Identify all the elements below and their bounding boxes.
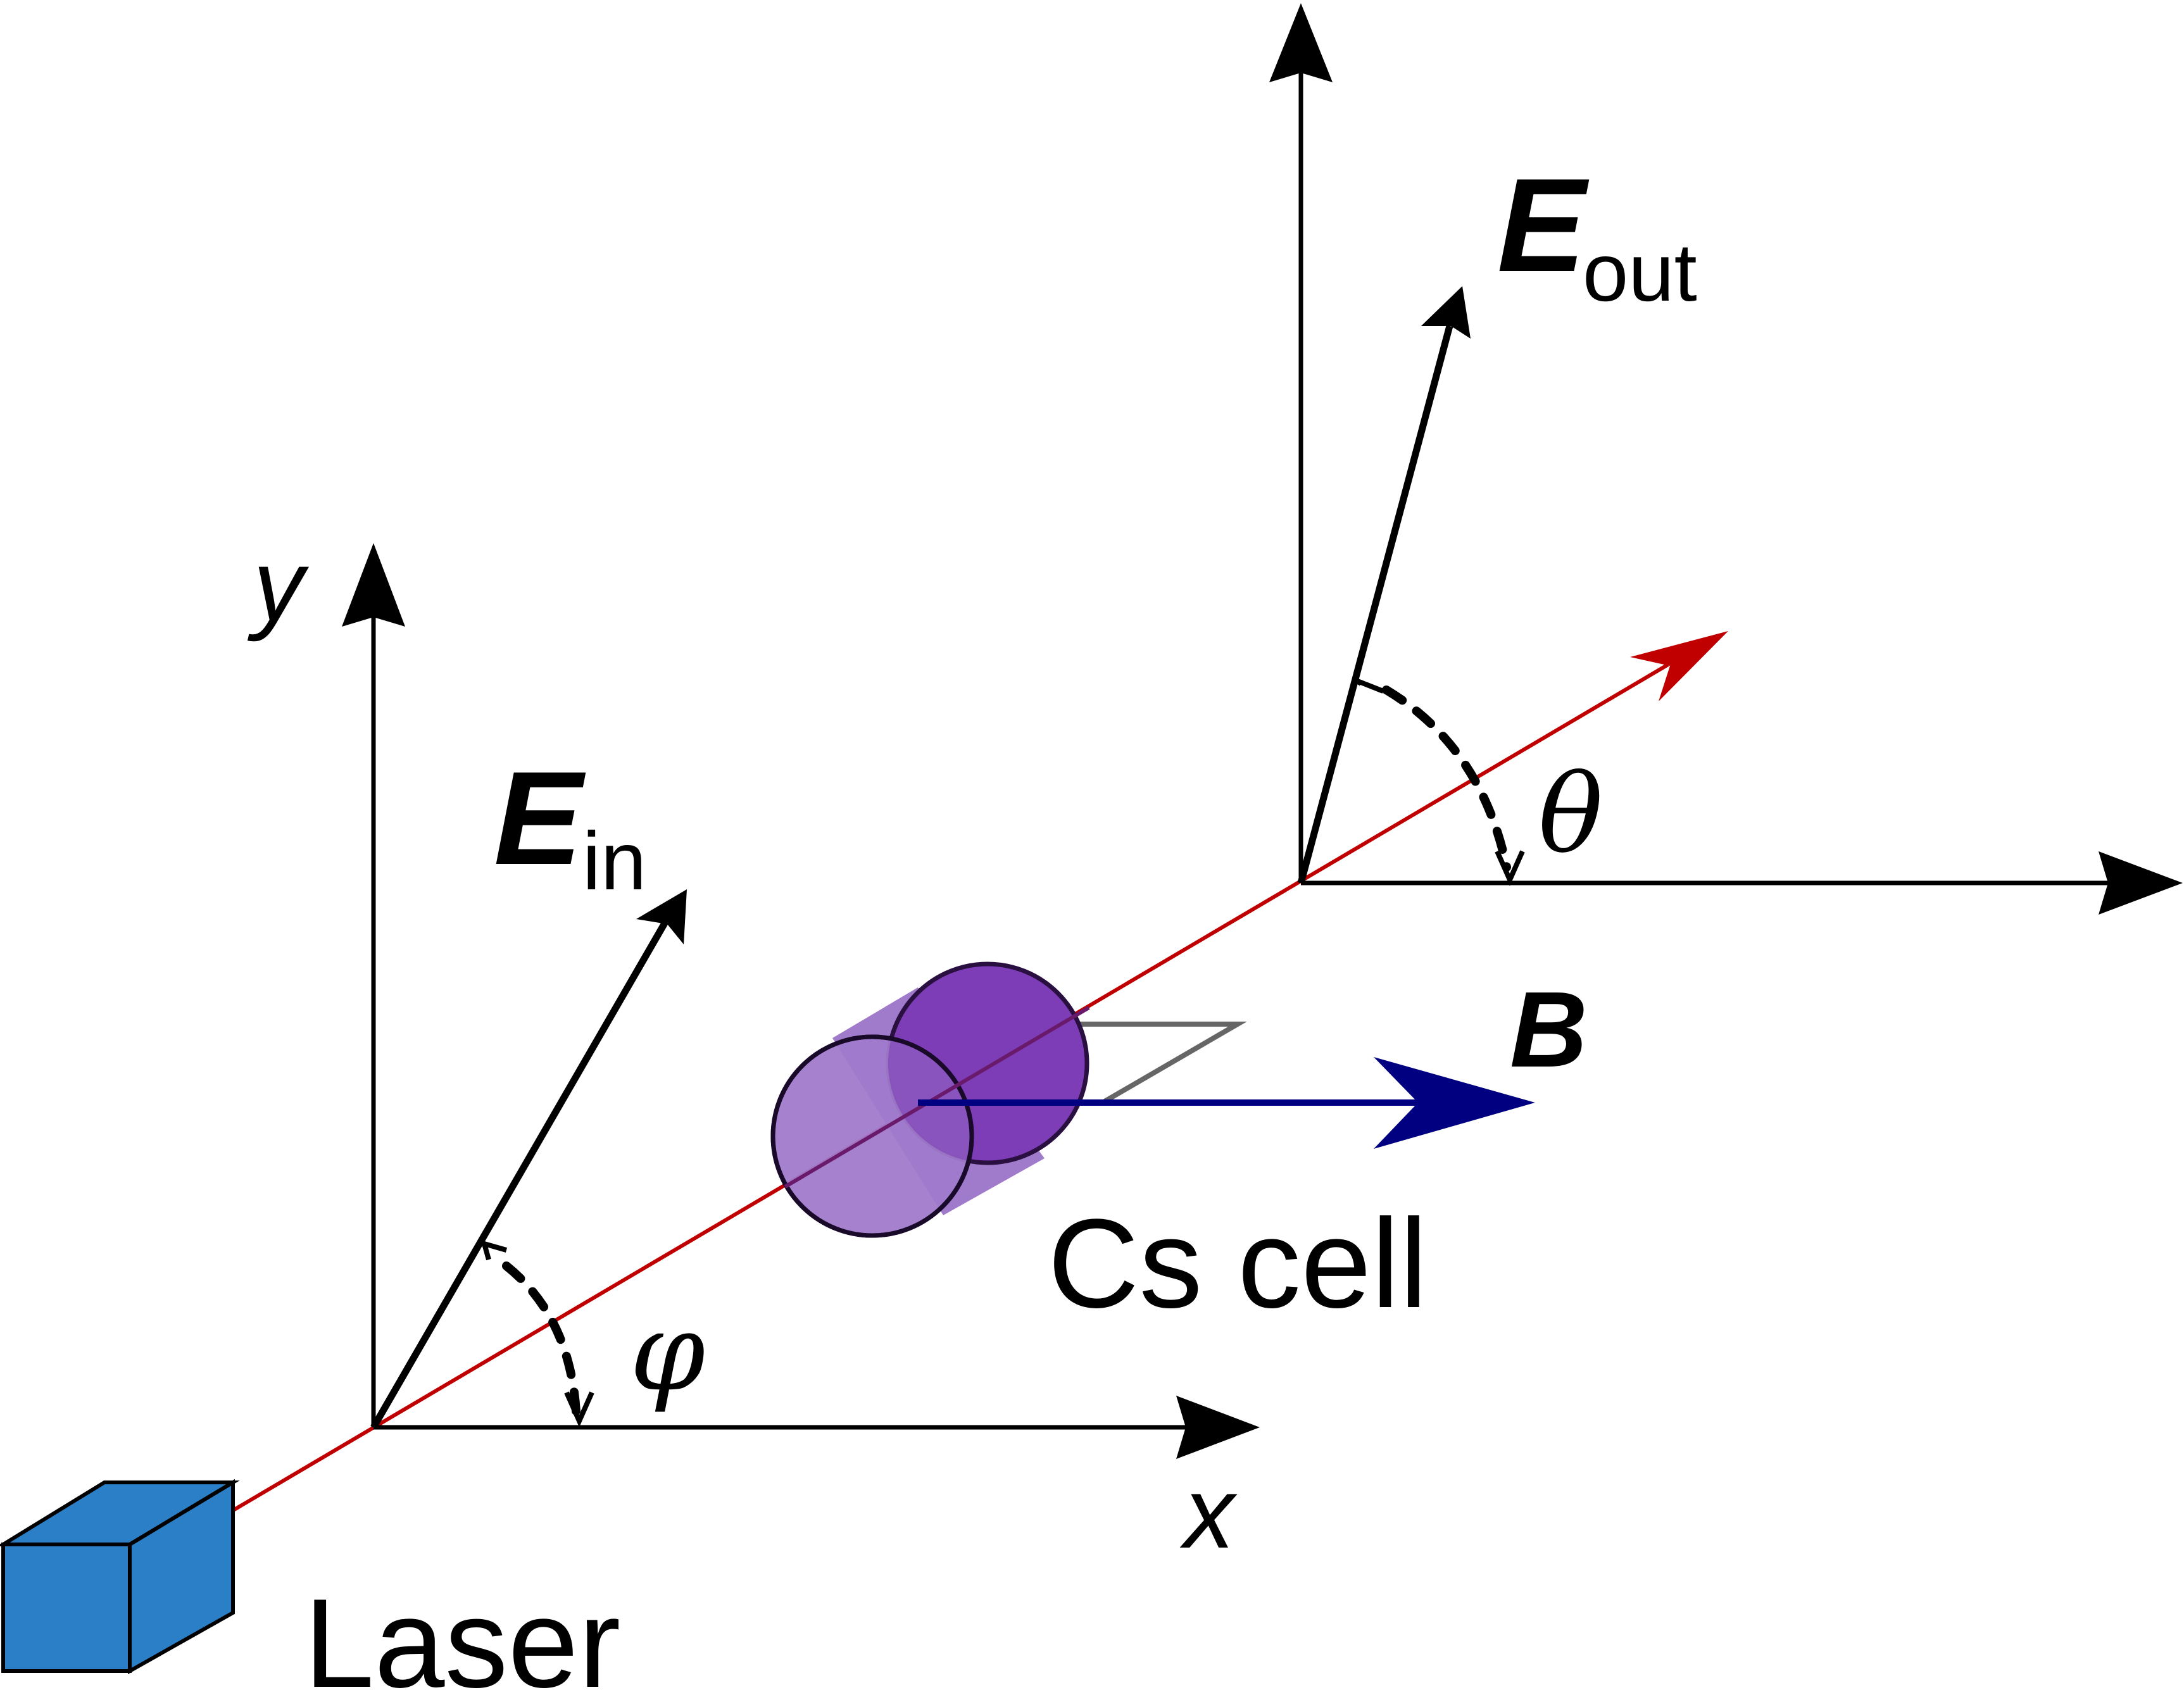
e-in-arrowhead — [636, 889, 687, 944]
theta-arrow-tip — [1495, 850, 1525, 886]
beam-arrowhead — [1630, 631, 1728, 701]
x-axis-label: x — [1179, 1456, 1238, 1569]
e-in-label: E in — [494, 744, 646, 907]
input-axes — [342, 543, 1260, 1459]
theta-label: θ — [1538, 752, 1603, 877]
phi-arrow-tip — [564, 1391, 594, 1427]
b-field-vector — [918, 1057, 1535, 1149]
e-out-arrowhead — [1421, 286, 1471, 339]
e-out-subscript: out — [1583, 226, 1697, 318]
laser-label: Laser — [304, 1573, 620, 1690]
x-axis-arrowhead — [1176, 1396, 1260, 1459]
e-out-label: E out — [1497, 151, 1697, 318]
output-axes — [1269, 3, 2183, 915]
phi-angle-arc — [480, 1240, 594, 1427]
frame-outline — [1076, 1022, 1247, 1104]
cs-cell-label: Cs cell — [1048, 1193, 1428, 1334]
e-in-main: E — [494, 744, 586, 892]
output-horizontal-arrowhead — [2099, 851, 2183, 915]
e-in-vector — [370, 889, 687, 1429]
y-axis-label: y — [247, 529, 310, 642]
phi-label: φ — [630, 1290, 705, 1415]
b-field-arrowhead — [1374, 1057, 1535, 1149]
y-axis-arrowhead — [342, 543, 405, 627]
e-out-vector — [1297, 286, 1471, 884]
b-field-label: B — [1510, 970, 1588, 1090]
output-vertical-arrowhead — [1269, 3, 1333, 82]
laser-box-icon — [0, 1479, 240, 1675]
laser-front-face — [1, 1543, 132, 1673]
e-out-main: E — [1497, 151, 1590, 299]
theta-angle-arc — [1354, 678, 1525, 886]
e-in-subscript: in — [582, 815, 646, 907]
